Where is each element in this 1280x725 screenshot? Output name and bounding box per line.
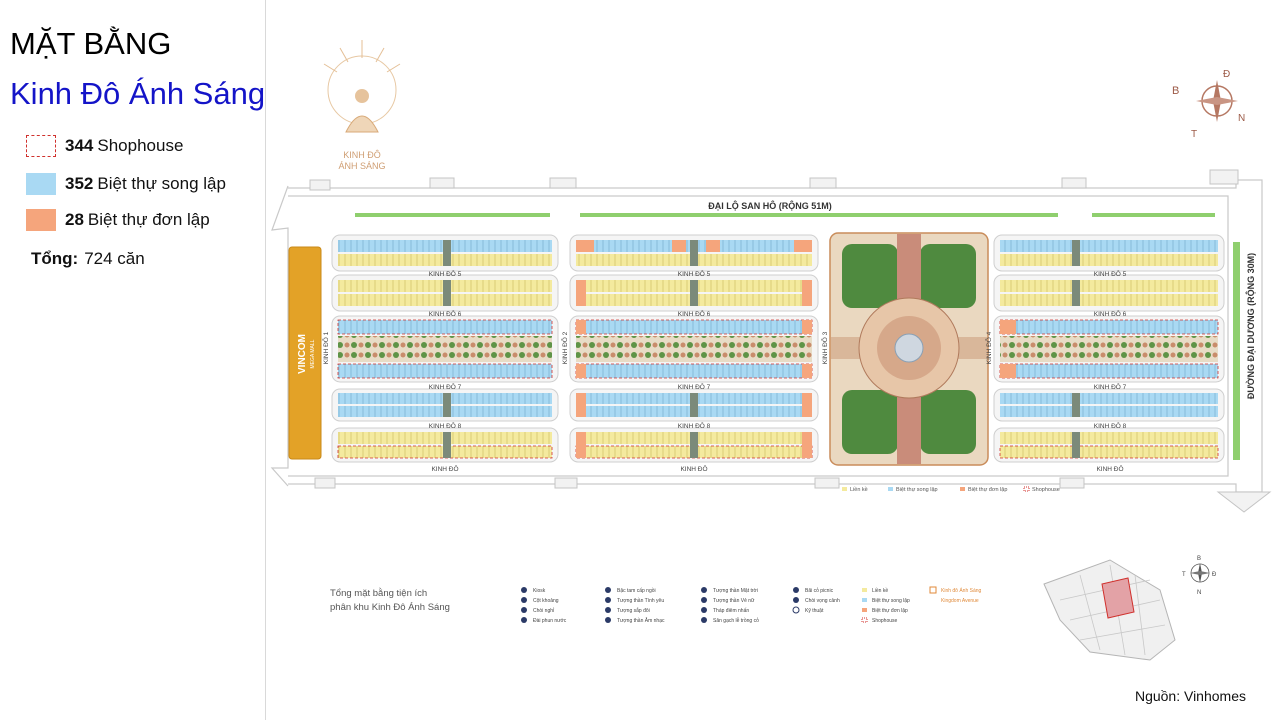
legend-detached-count: 28	[65, 210, 84, 229]
street-label: KINH ĐÔ 3	[820, 331, 829, 364]
amenity-list: Kiosk Cột khoảng Chòi nghỉ Đài phun nước…	[521, 586, 982, 624]
street-label: KINH ĐÔ 6	[1094, 309, 1127, 318]
site-plan-svg: KINH ĐÔ ÁNH SÁNG Đ B N T ĐẠI LỘ SAN HÔ (…	[270, 40, 1272, 661]
amenity-item: Sân gạch lễ trồng cỏ	[713, 617, 759, 624]
amenity-item: Tượng thần Âm nhạc	[617, 617, 665, 624]
amenity-item: Tượng sắp đôi	[617, 607, 650, 614]
minimap-compass-e: Đ	[1212, 572, 1217, 578]
map-legend-label: Shophouse	[1032, 487, 1060, 493]
map-legend: Liền kề Biệt thự song lập Biệt thự đơn l…	[842, 486, 1060, 493]
total-units: Tổng: 724 căn	[31, 249, 145, 269]
vincom-mega-mall: VINCOM MEGA MALL	[288, 246, 322, 460]
amenity-title-line1: Tổng mặt bằng tiện ích	[330, 588, 427, 599]
detached-swatch-icon	[26, 209, 56, 231]
logo-text-line1: KINH ĐÔ	[343, 150, 381, 160]
street-label: KINH ĐÔ 7	[1094, 382, 1127, 391]
street-label: KINH ĐÔ 7	[678, 382, 711, 391]
green-strips	[355, 213, 1240, 460]
street-labels: KINH ĐÔ 5 KINH ĐÔ 6 KINH ĐÔ 7 KINH ĐÔ 8 …	[321, 269, 1127, 473]
central-park	[829, 232, 989, 466]
street-label: KINH ĐÔ 6	[429, 309, 462, 318]
compass-w-label: B	[1172, 85, 1179, 97]
zone-legend-item: Shophouse	[872, 618, 898, 624]
street-label: KINH ĐÔ 5	[1094, 269, 1127, 278]
compass-n-label: Đ	[1223, 69, 1230, 80]
amenity-title-line2: phân khu Kinh Đô Ánh Sáng	[330, 602, 450, 613]
minimap-compass-n: B	[1197, 556, 1201, 562]
street-label: KINH ĐÔ 7	[429, 382, 462, 391]
minimap-compass-w: T	[1182, 572, 1186, 578]
amenity-item: Kỹ thuật	[805, 608, 824, 614]
street-label: KINH ĐÔ 8	[678, 421, 711, 430]
total-label: Tổng:	[31, 249, 79, 268]
amenity-item: Chòi vọng cảnh	[805, 598, 840, 604]
street-label: KINH ĐÔ 5	[429, 269, 462, 278]
area-label-1: Kinh đô Ánh Sáng	[941, 587, 982, 594]
road-end-arrow-icon	[1216, 491, 1272, 513]
legend-shophouse-label: Shophouse	[97, 136, 184, 155]
amenity-item: Đài phun nước	[533, 618, 567, 624]
amenity-item: Kiosk	[533, 588, 546, 594]
location-minimap: B T Đ N	[1043, 556, 1217, 661]
map-legend-label: Biệt thự đơn lập	[968, 487, 1007, 493]
amenity-item: Tượng thần Tình yêu	[617, 598, 664, 604]
semi-detached-swatch-icon	[26, 173, 56, 195]
legend-panel: MẶT BẰNG Kinh Đô Ánh Sáng 344 Shophouse …	[0, 0, 266, 720]
street-label: KINH ĐÔ 1	[321, 331, 330, 364]
project-logo: KINH ĐÔ ÁNH SÁNG	[323, 40, 401, 171]
street-label: KINH ĐÔ 4	[984, 331, 993, 364]
zone-legend-item: Biệt thự song lập	[872, 598, 910, 604]
amenity-item: Bãi cỏ picnic	[805, 587, 834, 594]
map-legend-label: Liền kề	[850, 487, 868, 493]
source-credit: Nguồn: Vinhomes	[1134, 688, 1246, 704]
page-subtitle: Kinh Đô Ánh Sáng	[10, 76, 266, 111]
legend-detached-label: Biệt thự đơn lập	[87, 210, 210, 229]
amenity-item: Tượng thần Mặt trời	[713, 588, 758, 594]
block-left	[331, 234, 559, 463]
site-plan-map: KINH ĐÔ ÁNH SÁNG Đ B N T ĐẠI LỘ SAN HÔ (…	[267, 0, 1280, 720]
legend-detached: 28 Biệt thự đơn lập	[26, 208, 210, 232]
street-label: KINH ĐÔ	[680, 464, 707, 473]
shophouse-swatch-icon	[26, 135, 56, 157]
block-middle	[569, 234, 819, 463]
top-road-label: ĐẠI LỘ SAN HÔ (RỘNG 51M)	[708, 200, 832, 211]
map-legend-label: Biệt thự song lập	[896, 487, 938, 493]
street-label: KINH ĐÔ	[431, 464, 458, 473]
amenity-item: Tượng thần Vẻ nữ	[713, 598, 755, 604]
logo-text-line2: ÁNH SÁNG	[338, 161, 385, 171]
total-value: 724 căn	[84, 249, 145, 268]
amenity-item: Bậc tam cấp ngồi	[617, 588, 656, 594]
page-title: MẶT BẰNG	[10, 26, 172, 61]
mall-name: VINCOM	[297, 334, 308, 374]
street-label: KINH ĐÔ 8	[429, 421, 462, 430]
area-label-2: Kingdom Avenue	[941, 598, 979, 604]
road-network	[270, 179, 1263, 493]
right-road-label: ĐƯỜNG ĐẠI DƯƠNG (RỘNG 30M)	[1245, 253, 1256, 399]
legend-shophouse-count: 344	[65, 136, 94, 155]
amenity-item: Tháp điêm nhấn	[713, 608, 749, 614]
amenity-item: Cột khoảng	[533, 598, 559, 604]
street-label: KINH ĐÔ 6	[678, 309, 711, 318]
street-label: KINH ĐÔ 2	[560, 331, 569, 364]
road-gates	[309, 169, 1239, 489]
zone-legend-item: Biệt thự đơn lập	[872, 608, 908, 614]
compass-e-label: N	[1238, 113, 1245, 124]
street-label: KINH ĐÔ	[1096, 464, 1123, 473]
block-right	[993, 234, 1225, 463]
legend-semi-detached: 352 Biệt thự song lập	[26, 172, 226, 196]
legend-semi-detached-label: Biệt thự song lập	[97, 174, 226, 193]
legend-shophouse: 344 Shophouse	[26, 134, 183, 158]
compass-s-label: T	[1191, 129, 1197, 140]
street-label: KINH ĐÔ 5	[678, 269, 711, 278]
zone-legend-item: Liền kề	[872, 588, 888, 594]
street-label: KINH ĐÔ 8	[1094, 421, 1127, 430]
minimap-compass-s: N	[1197, 590, 1201, 596]
legend-semi-detached-count: 352	[65, 174, 94, 193]
amenity-item: Chòi nghỉ	[533, 607, 555, 614]
compass-icon: Đ B N T	[1172, 69, 1245, 140]
mall-subname: MEGA MALL	[310, 339, 316, 368]
